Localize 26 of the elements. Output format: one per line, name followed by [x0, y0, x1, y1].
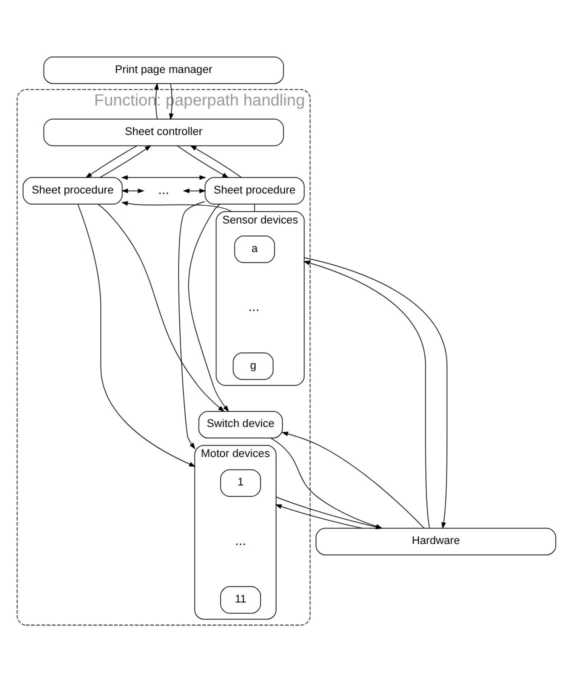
arrow	[78, 204, 196, 467]
node-box: Hardware	[316, 528, 556, 556]
node-box: g	[232, 352, 274, 380]
node-box: Sheet procedure	[204, 177, 305, 205]
arrow	[275, 504, 362, 529]
node-text: ...	[158, 182, 170, 198]
arrow	[121, 188, 144, 194]
node-box: Print page manager	[43, 56, 284, 84]
arrow	[176, 145, 229, 178]
node-box: a	[234, 236, 275, 263]
arrow	[85, 145, 138, 178]
node-box: Sheet controller	[43, 118, 284, 146]
label: ...	[235, 532, 246, 548]
arrow	[190, 145, 242, 178]
arrow	[121, 201, 232, 212]
node-box: Switch device	[198, 410, 283, 438]
arrow	[99, 145, 152, 178]
node-box: 1	[220, 469, 261, 497]
arrow	[121, 175, 206, 180]
node-box: 11	[220, 586, 261, 614]
arrow	[98, 204, 225, 412]
label: ...	[248, 299, 260, 314]
arrow	[178, 201, 206, 450]
arrow	[188, 204, 230, 412]
node-box: Sheet procedure	[22, 177, 123, 205]
arrow	[182, 188, 206, 194]
